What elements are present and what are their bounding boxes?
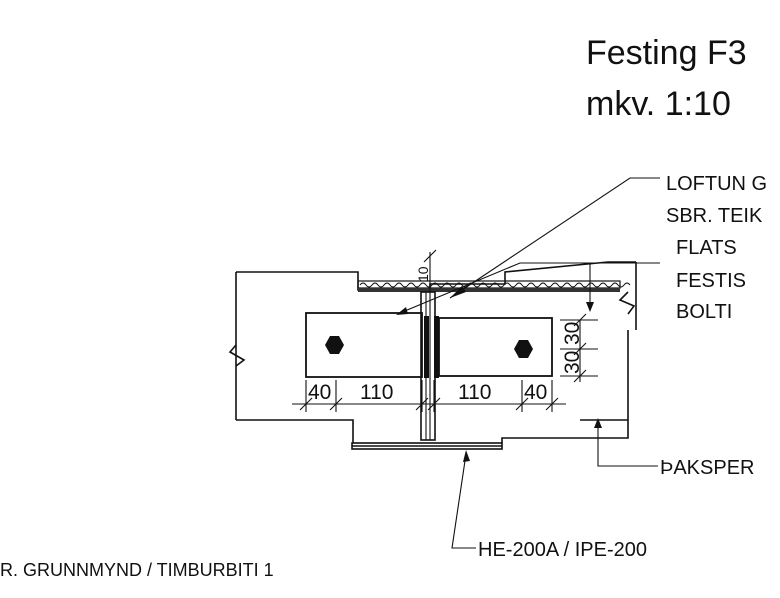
note-loftun: LOFTUN G — [666, 173, 767, 195]
horizontal-dimension-line — [292, 380, 566, 412]
dim-left-edge: 40 — [308, 381, 331, 404]
weld-plates — [424, 316, 439, 378]
dim-bolt-spacing-top: 30 — [561, 322, 584, 345]
top-flat-plate — [358, 288, 620, 292]
left-plate — [305, 312, 423, 378]
dim-left-plate: 110 — [360, 381, 393, 404]
dim-right-edge: 40 — [524, 381, 547, 404]
bottom-outline — [236, 330, 629, 443]
note-beam-profile: HE-200A / IPE-200 — [478, 539, 647, 561]
note-loftun-ref: SBR. TEIK — [666, 205, 763, 227]
note-flats: FLATS — [676, 237, 737, 259]
dim-gap-top: 10 — [415, 266, 431, 282]
dim-right-plate: 110 — [458, 381, 491, 404]
left-bolt-icon — [325, 336, 344, 354]
drawing-scale: mkv. 1:10 — [586, 85, 731, 123]
dim-bolt-spacing-bottom: 30 — [561, 351, 584, 374]
right-plate — [438, 317, 553, 377]
note-bolti: BOLTI — [676, 301, 732, 323]
note-festis: FESTIS — [676, 270, 746, 292]
vertical-dimension-line — [560, 313, 598, 383]
right-bolt-icon — [514, 340, 533, 358]
gap-dimension-line — [423, 249, 437, 292]
note-paksper: ÞAKSPER — [660, 457, 754, 479]
drawing-title: Festing F3 — [586, 34, 747, 72]
note-reference: R. GRUNNMYND / TIMBURBITI 1 — [0, 560, 274, 580]
leader-lines — [396, 177, 660, 549]
